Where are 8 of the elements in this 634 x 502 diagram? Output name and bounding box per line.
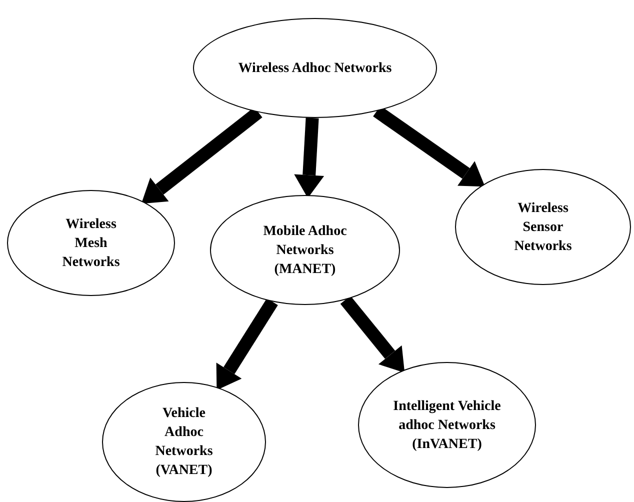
arrow [216, 298, 278, 390]
arrow [340, 296, 405, 373]
node-label: Wireless Mesh Networks [61, 216, 121, 272]
node-label: Wireless Sensor Networks [513, 200, 573, 256]
node-label: Intelligent Vehicle adhoc Networks (InVANET) [392, 398, 502, 454]
node-label: Vehicle Adhoc Networks (VANET) [154, 405, 214, 480]
node-label: Wireless Adhoc Networks [238, 60, 392, 78]
node-label: Mobile Adhoc Networks (MANET) [262, 222, 348, 278]
